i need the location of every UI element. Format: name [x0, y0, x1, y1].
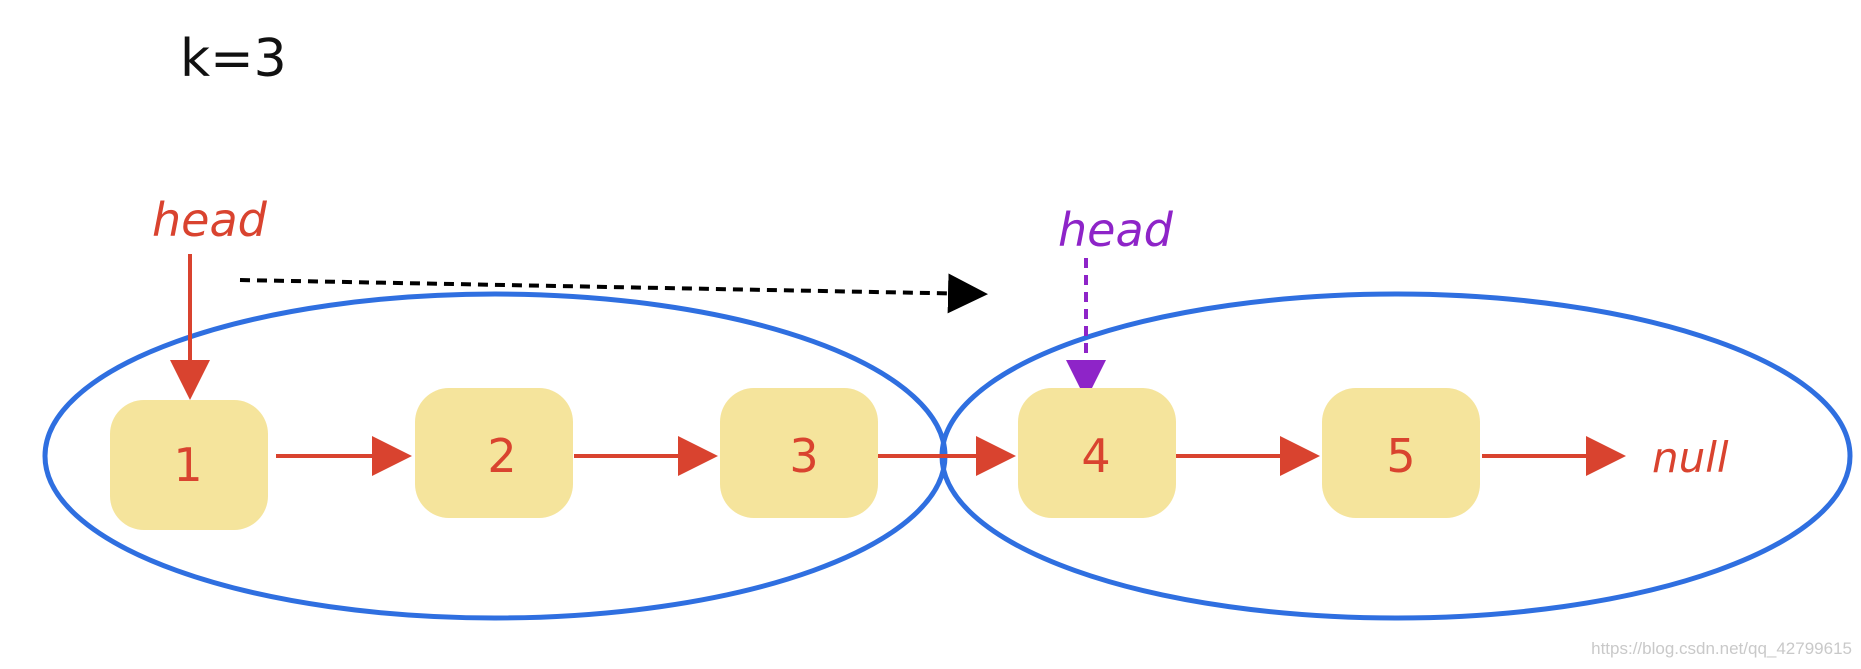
k-label: k=3: [180, 29, 287, 89]
node-value: 2: [487, 429, 516, 483]
node-value: 5: [1386, 429, 1415, 483]
watermark: https://blog.csdn.net/qq_42799615: [1591, 639, 1852, 658]
head-label-purple: head: [1058, 203, 1174, 257]
list-node-2: 2: [415, 388, 573, 518]
node-value: 3: [789, 429, 818, 483]
list-node-5: 5: [1322, 388, 1480, 518]
null-label: null: [1652, 433, 1729, 482]
list-node-1: 1: [110, 400, 268, 530]
dashed-move-arrow: [239, 273, 988, 314]
list-node-3: 3: [720, 388, 878, 518]
list-node-4: 4: [1018, 388, 1176, 518]
head-label-red: head: [152, 193, 268, 247]
node-value: 4: [1081, 429, 1110, 483]
node-value: 1: [173, 438, 202, 492]
